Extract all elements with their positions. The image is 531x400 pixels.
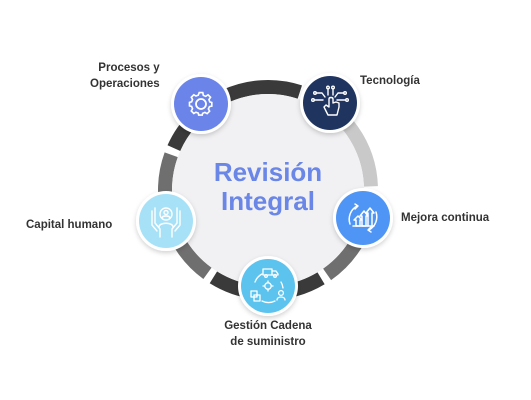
label-cadena-line2: de suministro bbox=[230, 336, 306, 348]
supply-chain-icon bbox=[250, 268, 286, 304]
node-tecnologia[interactable] bbox=[300, 73, 360, 133]
touch-circuit-icon bbox=[311, 85, 349, 116]
center-title: Revisión Integral bbox=[190, 158, 346, 216]
node-cadena[interactable] bbox=[238, 256, 298, 316]
center-disc bbox=[172, 94, 364, 286]
label-cadena: Gestión Cadena de suministro bbox=[208, 318, 328, 350]
gear-icon bbox=[188, 91, 213, 116]
label-procesos: Procesos y Operaciones bbox=[90, 60, 160, 92]
label-capital: Capital humano bbox=[26, 219, 113, 231]
center-title-line1: Revisión bbox=[213, 157, 323, 187]
label-cadena-line1: Gestión Cadena bbox=[224, 320, 312, 332]
node-mejora[interactable] bbox=[333, 188, 393, 248]
label-tecnologia: Tecnología bbox=[360, 75, 420, 87]
person-hands-icon bbox=[151, 207, 181, 238]
growth-arrows-icon bbox=[348, 203, 378, 233]
center-title-line2: Integral bbox=[221, 186, 315, 216]
ring-segment bbox=[221, 80, 302, 104]
node-capital[interactable] bbox=[136, 191, 196, 251]
label-mejora: Mejora continua bbox=[401, 212, 490, 224]
node-procesos[interactable] bbox=[171, 74, 231, 134]
label-procesos-line2: Operaciones bbox=[90, 78, 160, 90]
label-procesos-line1: Procesos y bbox=[98, 62, 160, 74]
